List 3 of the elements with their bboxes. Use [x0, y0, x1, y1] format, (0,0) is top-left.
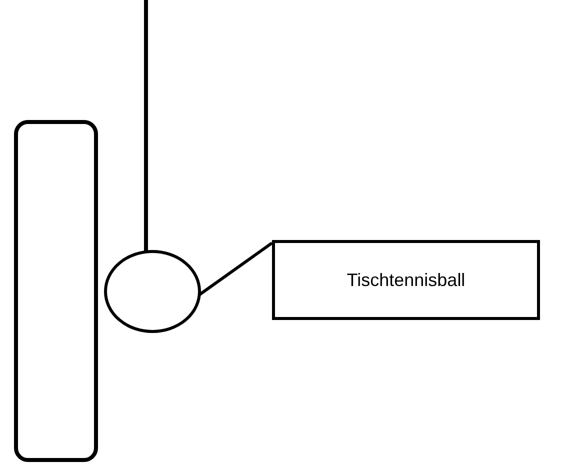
leader-line — [198, 242, 273, 296]
label-box: Tischtennisball — [272, 240, 540, 320]
string-line — [144, 0, 148, 251]
